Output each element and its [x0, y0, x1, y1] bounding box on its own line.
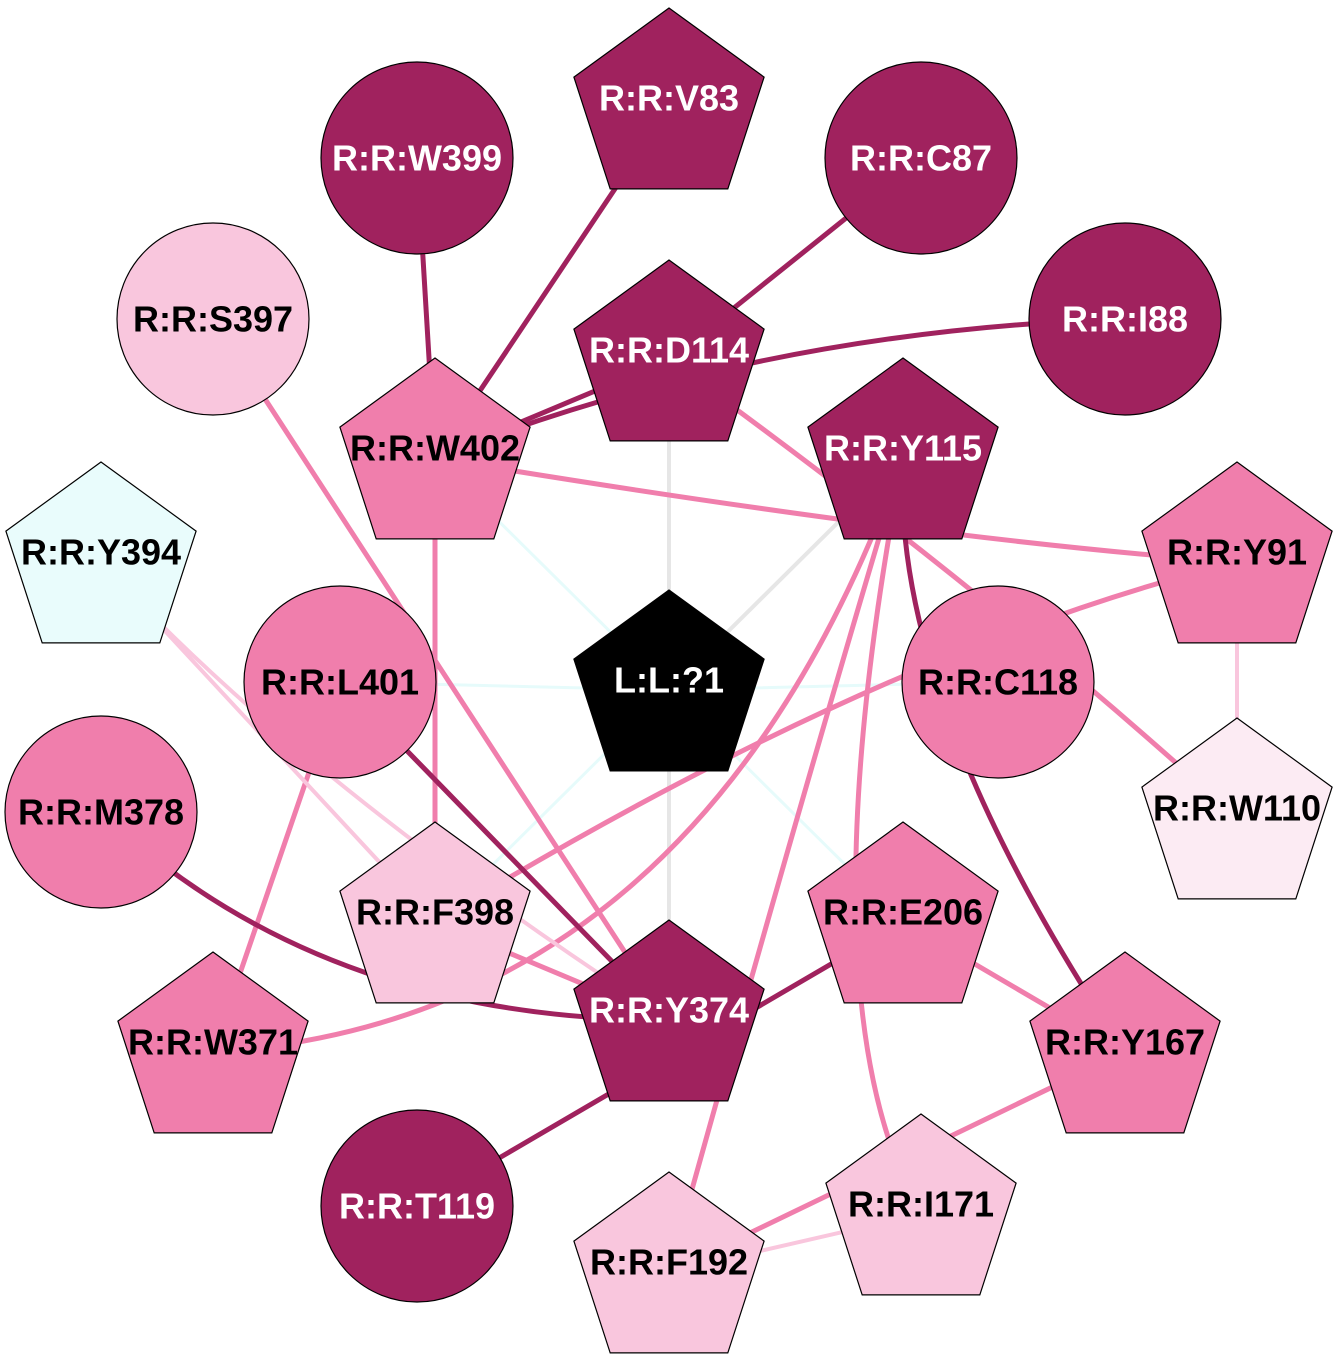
node-shape-pentagon — [807, 821, 999, 1004]
node-lig[interactable]: L:L:?1 — [573, 589, 765, 772]
node-shape-circle — [901, 585, 1095, 779]
node-label: R:R:I171 — [848, 1184, 994, 1225]
node-shape-pentagon — [117, 951, 309, 1134]
node-label: R:R:I88 — [1062, 299, 1188, 340]
node-label: R:R:Y167 — [1045, 1022, 1205, 1063]
node-label: R:R:F398 — [356, 892, 514, 933]
node-d114[interactable]: R:R:D114 — [573, 259, 765, 442]
node-shape-circle — [4, 715, 198, 909]
node-label: R:R:T119 — [339, 1186, 495, 1227]
node-shape-pentagon — [807, 357, 999, 540]
node-label: R:R:Y115 — [824, 428, 982, 469]
node-m378[interactable]: R:R:M378 — [4, 715, 198, 909]
node-shape-pentagon — [1141, 461, 1333, 644]
node-label: R:R:V83 — [599, 78, 739, 119]
node-i88[interactable]: R:R:I88 — [1028, 222, 1222, 416]
node-y394[interactable]: R:R:Y394 — [5, 461, 197, 644]
node-label: R:R:F192 — [590, 1242, 748, 1283]
edge-y91-f398 — [432, 559, 1240, 925]
node-label: R:R:W402 — [350, 428, 520, 469]
node-c118[interactable]: R:R:C118 — [901, 585, 1095, 779]
edge-y115-w371 — [210, 455, 906, 1055]
node-i171[interactable]: R:R:I171 — [825, 1113, 1017, 1296]
node-label: R:R:S397 — [133, 299, 293, 340]
node-shape-pentagon — [339, 821, 531, 1004]
node-shape-circle — [243, 585, 437, 779]
node-shape-pentagon — [573, 589, 765, 772]
edge-w402-i88 — [432, 316, 1128, 461]
node-label: R:R:Y394 — [21, 532, 181, 573]
node-label: R:R:W399 — [332, 138, 502, 179]
node-t119[interactable]: R:R:T119 — [320, 1109, 514, 1303]
node-y91[interactable]: R:R:Y91 — [1141, 461, 1333, 644]
node-shape-pentagon — [5, 461, 197, 644]
node-e206[interactable]: R:R:E206 — [807, 821, 999, 1004]
node-y167[interactable]: R:R:Y167 — [1029, 951, 1221, 1134]
node-label: R:R:E206 — [823, 892, 983, 933]
node-shape-pentagon — [825, 1113, 1017, 1296]
node-c87[interactable]: R:R:C87 — [824, 61, 1018, 255]
node-label: R:R:L401 — [261, 662, 419, 703]
node-shape-pentagon — [573, 919, 765, 1102]
node-shape-circle — [320, 1109, 514, 1303]
node-f192[interactable]: R:R:F192 — [573, 1171, 765, 1354]
node-shape-circle — [1028, 222, 1222, 416]
edge-s397-y374 — [210, 316, 672, 1023]
node-w402[interactable]: R:R:W402 — [339, 357, 531, 540]
node-label: R:R:Y374 — [589, 990, 749, 1031]
node-label: R:R:W110 — [1153, 788, 1321, 829]
node-label: L:L:?1 — [614, 660, 724, 701]
node-w110[interactable]: R:R:W110 — [1141, 717, 1333, 900]
node-s397[interactable]: R:R:S397 — [116, 222, 310, 416]
node-shape-pentagon — [573, 1171, 765, 1354]
node-y115[interactable]: R:R:Y115 — [807, 357, 999, 540]
node-shape-pentagon — [1141, 717, 1333, 900]
node-label: R:R:C118 — [918, 662, 1078, 703]
node-w399[interactable]: R:R:W399 — [320, 61, 514, 255]
node-shape-circle — [320, 61, 514, 255]
node-label: R:R:C87 — [850, 138, 992, 179]
node-shape-pentagon — [339, 357, 531, 540]
edge-y115-f192 — [666, 455, 906, 1275]
node-shape-pentagon — [573, 259, 765, 442]
node-label: R:R:W371 — [128, 1022, 298, 1063]
node-label: R:R:D114 — [589, 330, 749, 371]
node-w371[interactable]: R:R:W371 — [117, 951, 309, 1134]
node-shape-pentagon — [1029, 951, 1221, 1134]
node-shape-circle — [116, 222, 310, 416]
node-shape-circle — [824, 61, 1018, 255]
node-shape-pentagon — [573, 7, 765, 190]
node-label: R:R:M378 — [18, 792, 184, 833]
node-label: R:R:Y91 — [1167, 532, 1307, 573]
node-y374[interactable]: R:R:Y374 — [573, 919, 765, 1102]
node-f398[interactable]: R:R:F398 — [339, 821, 531, 1004]
node-l401[interactable]: R:R:L401 — [243, 585, 437, 779]
node-v83[interactable]: R:R:V83 — [573, 7, 765, 190]
